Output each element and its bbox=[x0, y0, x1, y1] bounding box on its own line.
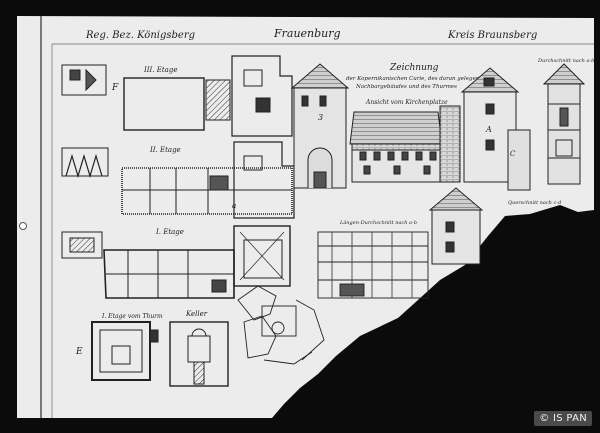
svg-text:a: a bbox=[232, 202, 236, 210]
label-tower-floor: I. Etage vom Thurm bbox=[101, 313, 163, 320]
label-third-floor: III. Etage bbox=[143, 66, 177, 74]
room-letter-c: C bbox=[510, 150, 516, 158]
header-region: Reg. Bez. Königsberg bbox=[85, 30, 195, 41]
site-plan bbox=[237, 285, 325, 365]
label-cross-section: Querschnitt nach c-d bbox=[508, 200, 561, 206]
label-second-floor: II. Etage bbox=[149, 146, 181, 154]
tower-elevation bbox=[290, 63, 350, 189]
drawing-title-line-2: der Kopernikanischen Curie, des daran ge… bbox=[346, 76, 487, 82]
watermark-credit: © IS PAN bbox=[534, 411, 592, 426]
house-elevation bbox=[349, 105, 461, 183]
drawing-title-line-3: Nachbargebäudes und des Thurmes bbox=[355, 84, 457, 90]
floor-plan-third bbox=[61, 55, 293, 137]
floor-plan-second bbox=[61, 141, 295, 219]
header-town: Frauenburg bbox=[273, 27, 341, 40]
label-long-section: Längen-Durchschnitt nach a-b bbox=[339, 220, 417, 226]
gable-house-elevation bbox=[460, 67, 531, 191]
label-cellar: Keller bbox=[185, 310, 208, 318]
binding-hole bbox=[19, 222, 27, 230]
long-section bbox=[317, 231, 429, 299]
header-district: Kreis Braunsberg bbox=[447, 30, 537, 41]
room-letter-e: E bbox=[75, 347, 83, 357]
gable-section bbox=[428, 187, 484, 265]
svg-text:3: 3 bbox=[318, 113, 323, 122]
svg-text:A: A bbox=[485, 125, 492, 134]
floor-plan-cellar bbox=[169, 321, 229, 387]
floor-plan-first bbox=[61, 225, 291, 299]
room-letter-f: F bbox=[111, 83, 119, 93]
floor-plan-tower bbox=[91, 321, 159, 381]
tower-section bbox=[542, 63, 586, 185]
label-section-ab: Durchschnitt nach a-b bbox=[537, 58, 594, 64]
label-front-view: Ansicht vom Kirchenplatze bbox=[365, 99, 448, 106]
label-first-floor: I. Etage bbox=[155, 228, 184, 236]
drawing-title: Zeichnung bbox=[389, 63, 439, 73]
